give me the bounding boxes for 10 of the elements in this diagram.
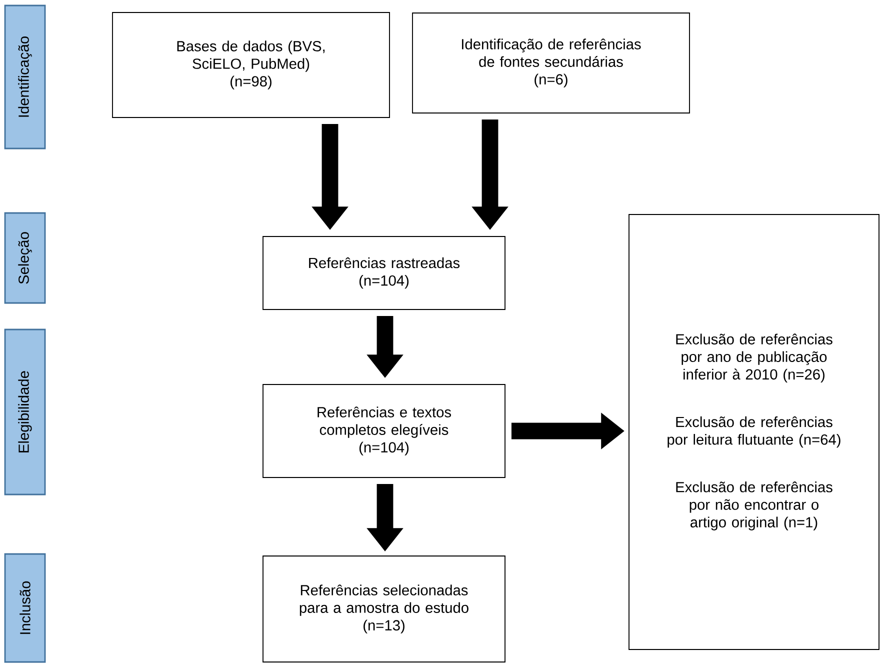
process-box: Referências e textos completos elegíveis (n=104) [262,384,506,478]
exclusion-box: Exclusão de referências por ano de publicação inferior à 2010 (n=26) Exclusão de referências por leitura flutuante (n=64) Exclusão de referências por não encontrar o artigo original (n=1) [628,214,880,650]
stage-label: Identificação [4,4,46,150]
process-box: Referências rastreadas (n=104) [262,236,506,310]
process-box: Referências selecionadas para a amostra do estudo (n=13) [262,556,506,662]
stage-label: Inclusão [4,553,46,663]
process-box: Bases de dados (BVS, SciELO, PubMed) (n=98) [112,12,390,118]
process-box: Identificação de referências de fontes secundárias (n=6) [412,12,690,114]
stage-label: Elegibilidade [4,328,46,496]
stage-label: Seleção [4,212,46,304]
